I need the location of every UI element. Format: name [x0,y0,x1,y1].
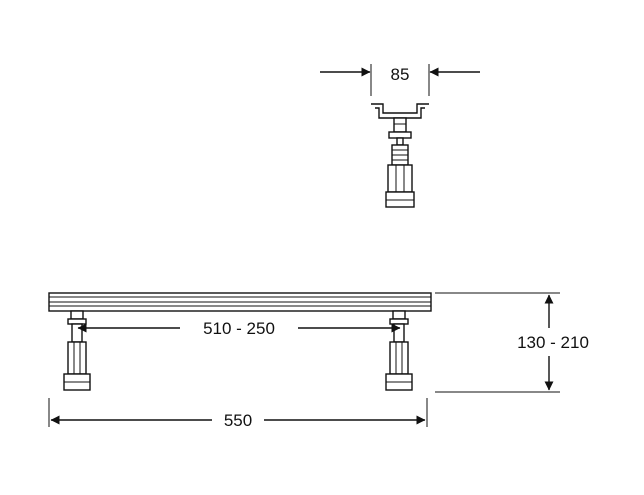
right-leg [385,310,413,391]
spindle-washer [388,131,412,139]
leg-lower-body [387,164,413,193]
right-leg-washer [389,318,409,325]
inner-span-dimension: 510 - 250 [77,319,401,338]
profile-width-dimension: 85 [320,64,480,96]
right-leg-spindle [393,323,405,343]
left-leg-spindle [71,323,83,343]
profile-width-label: 85 [391,65,410,84]
spindle-rod [396,137,404,146]
leg-cross-section-view: 85 [320,64,480,208]
right-leg-body [389,341,409,375]
spindle-nut [393,117,407,133]
left-leg-washer [67,318,87,325]
overall-length-dimension: 550 [48,398,428,430]
inner-span-label: 510 - 250 [203,319,275,338]
height-range-label: 130 - 210 [517,333,589,352]
left-leg-nut [70,310,84,320]
left-leg-body [67,341,87,375]
height-dimension: 130 - 210 [435,292,589,393]
left-leg [63,310,91,391]
frame-side-view: 510 - 250 550 130 - 210 [48,292,589,430]
overall-length-label: 550 [224,411,252,430]
right-leg-nut [392,310,406,320]
rail-profile-outer [371,103,429,114]
